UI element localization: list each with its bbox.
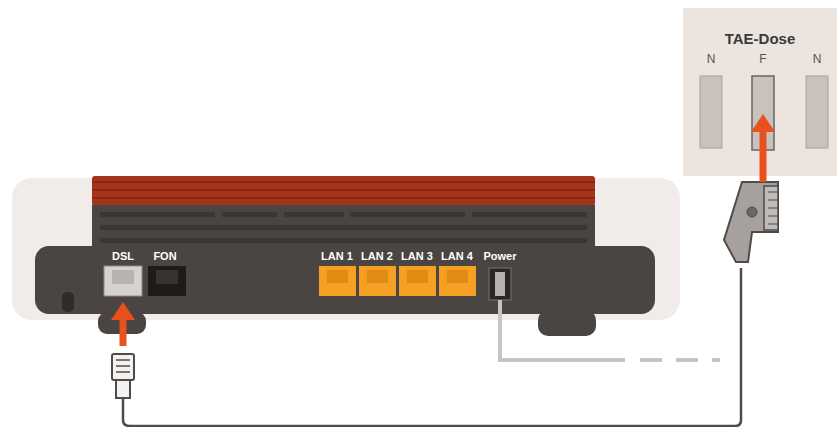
- port-label: LAN 1: [321, 251, 353, 262]
- socket-letter: N: [813, 53, 822, 65]
- port-label: FON: [153, 251, 176, 262]
- socket-box: TAE-Dose: [683, 30, 837, 47]
- port-label: LAN 3: [401, 251, 433, 262]
- socket-title: TAE-Dose: [683, 30, 837, 47]
- socket-letter: F: [759, 53, 766, 65]
- port-label: Power: [483, 251, 516, 262]
- port-label: LAN 2: [361, 251, 393, 262]
- socket-letter: N: [707, 53, 716, 65]
- port-label: DSL: [112, 251, 134, 262]
- port-label: LAN 4: [441, 251, 473, 262]
